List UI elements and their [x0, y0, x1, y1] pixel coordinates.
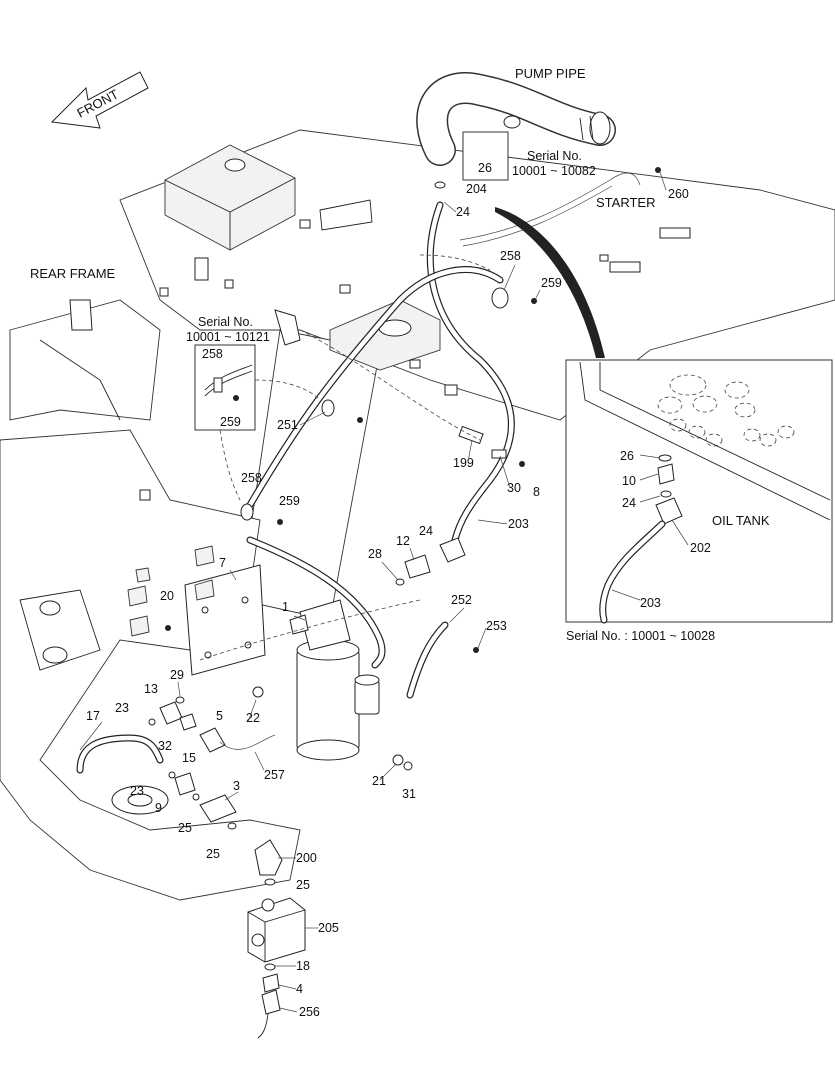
part-label: 25	[178, 821, 192, 835]
part-label: 5	[216, 709, 223, 723]
part-label: 28	[368, 547, 382, 561]
hoses	[76, 172, 641, 774]
part-label: 25	[296, 878, 310, 892]
part-label: 32	[158, 739, 172, 753]
part-label: 18	[296, 959, 310, 973]
part-label: 9	[155, 801, 162, 815]
serial-note-inset: Serial No. : 10001 ~ 10028	[566, 629, 715, 643]
part-label: 17	[86, 709, 100, 723]
part-label: 30	[507, 481, 521, 495]
part-label: 13	[144, 682, 158, 696]
part-label: 20	[160, 589, 174, 603]
part-label: 23	[115, 701, 129, 715]
part-label: 7	[219, 556, 226, 570]
part-label: 252	[451, 593, 472, 607]
oil-tank-inset: OIL TANK Serial No. : 10001 ~ 10028	[565, 359, 833, 643]
part-label: 260	[668, 187, 689, 201]
pump-pipe: PUMP PIPE	[416, 66, 616, 166]
part-label: 26	[620, 449, 634, 463]
part-label: 258	[241, 471, 262, 485]
part-label: 199	[453, 456, 474, 470]
part-label: 15	[182, 751, 196, 765]
part-label: 256	[299, 1005, 320, 1019]
part-label: 253	[486, 619, 507, 633]
serial-note-left-line1: Serial No.	[198, 315, 253, 329]
part-label: 202	[690, 541, 711, 555]
part-label: 10	[622, 474, 636, 488]
inset-callout-wedge	[495, 207, 605, 358]
part-label: 25	[206, 847, 220, 861]
rear-frame-structure	[0, 129, 835, 901]
part-label: 1	[282, 600, 289, 614]
part-label: 29	[170, 668, 184, 682]
part-label: 259	[279, 494, 300, 508]
part-label: 4	[296, 982, 303, 996]
part-label: 203	[508, 517, 529, 531]
components	[127, 167, 661, 1039]
rear-frame-caption: REAR FRAME	[30, 266, 116, 281]
part-label: 251	[277, 418, 298, 432]
oil-tank-caption: OIL TANK	[712, 513, 770, 528]
part-label: 259	[220, 415, 241, 429]
part-label: 24	[622, 496, 636, 510]
part-label: 257	[264, 768, 285, 782]
serial-notes: Serial No. 10001 ~ 10082 Serial No. 1000…	[186, 131, 596, 501]
part-label: 200	[296, 851, 317, 865]
part-label: 24	[456, 205, 470, 219]
part-label: 203	[640, 596, 661, 610]
serial-note-left-line2: 10001 ~ 10121	[186, 330, 270, 344]
part-label: 12	[396, 534, 410, 548]
part-label: 258	[500, 249, 521, 263]
part-label: 23	[130, 784, 144, 798]
serial-note-upper-right-line1: Serial No.	[527, 149, 582, 163]
part-label: 204	[466, 182, 487, 196]
part-label: 24	[419, 524, 433, 538]
part-label: 258	[202, 347, 223, 361]
part-label: 259	[541, 276, 562, 290]
part-label: 31	[402, 787, 416, 801]
front-arrow: FRONT	[50, 71, 149, 129]
part-label: 3	[233, 779, 240, 793]
leader-lines	[79, 171, 689, 1013]
part-label: 26	[478, 161, 492, 175]
starter-caption: STARTER	[596, 195, 655, 210]
part-label: 22	[246, 711, 260, 725]
part-label: 205	[318, 921, 339, 935]
serial-note-upper-right-line2: 10001 ~ 10082	[512, 164, 596, 178]
pump-pipe-caption: PUMP PIPE	[515, 66, 586, 81]
part-number-labels: 26 204 24 260 258 259 258 259 251 258 25…	[86, 161, 711, 1019]
part-label: 8	[533, 485, 540, 499]
